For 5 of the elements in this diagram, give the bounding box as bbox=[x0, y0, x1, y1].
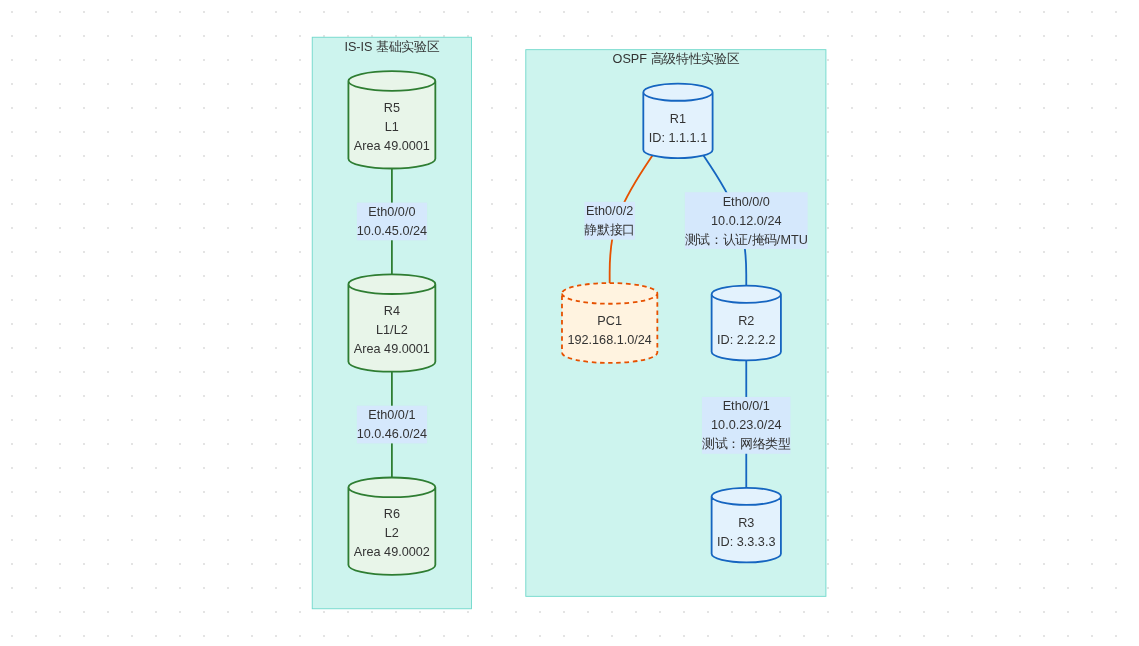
edge-label: Eth0/0/0 10.0.45.0/24 bbox=[357, 204, 428, 238]
edge-label: Eth0/0/1 10.0.46.0/24 bbox=[357, 407, 428, 441]
edge-label: Eth0/0/0 10.0.12.0/24 测试：认证/掩码/MTU bbox=[685, 193, 809, 247]
edge-label: Eth0/0/1 10.0.23.0/24 测试：网络类型 bbox=[702, 398, 792, 452]
edge-label: Eth0/0/2 静默接口 bbox=[584, 203, 636, 237]
